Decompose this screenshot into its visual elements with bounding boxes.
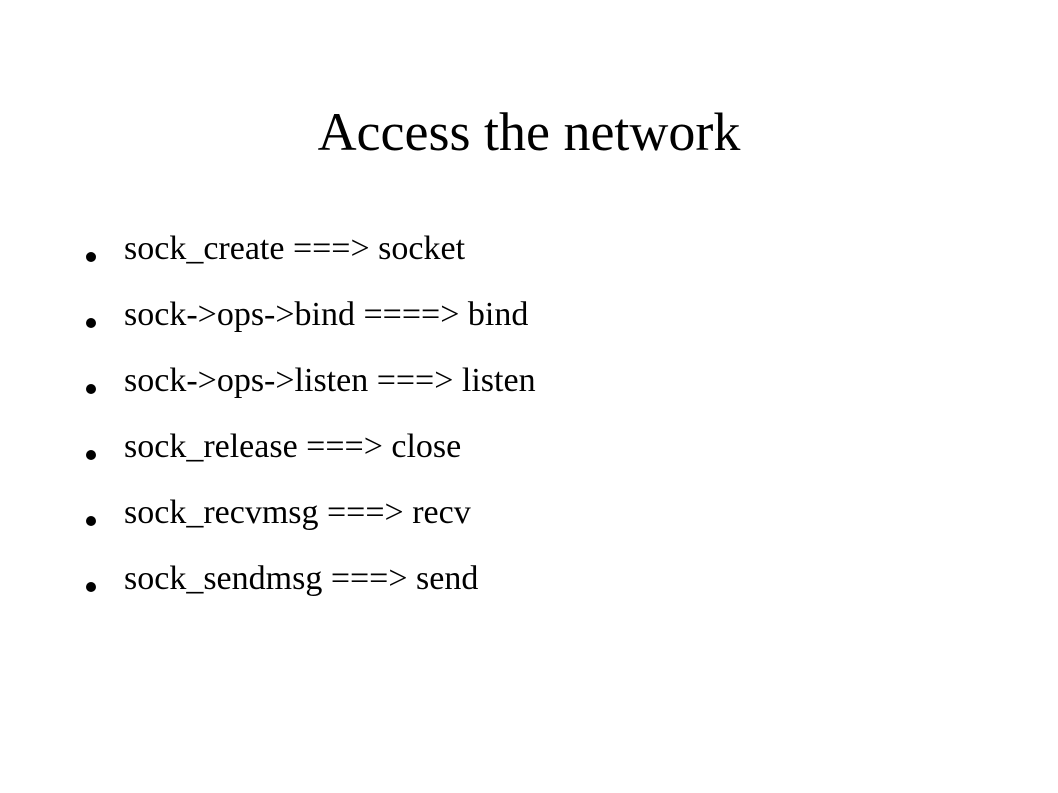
slide-title: Access the network [317, 102, 741, 162]
bullet-text: sock_sendmsg ===> send [124, 560, 479, 597]
bullet-text: sock_release ===> close [124, 428, 462, 465]
bullet-text: sock_create ===> socket [124, 230, 466, 267]
bullet-icon [86, 384, 96, 394]
bullet-icon [86, 582, 96, 592]
bullet-item: sock->ops->listen ===> listen [86, 354, 536, 420]
bullet-item: sock->ops->bind ====> bind [86, 288, 536, 354]
bullet-text: sock->ops->bind ====> bind [124, 296, 529, 333]
bullet-icon [86, 252, 96, 262]
bullet-icon [86, 450, 96, 460]
bullet-icon [86, 318, 96, 328]
bullet-text: sock_recvmsg ===> recv [124, 494, 471, 531]
bullet-item: sock_sendmsg ===> send [86, 552, 536, 618]
bullet-icon [86, 516, 96, 526]
bullet-item: sock_create ===> socket [86, 222, 536, 288]
bullet-item: sock_release ===> close [86, 420, 536, 486]
bullet-text: sock->ops->listen ===> listen [124, 362, 536, 399]
bullet-list: sock_create ===> socket sock->ops->bind … [86, 222, 536, 618]
bullet-item: sock_recvmsg ===> recv [86, 486, 536, 552]
